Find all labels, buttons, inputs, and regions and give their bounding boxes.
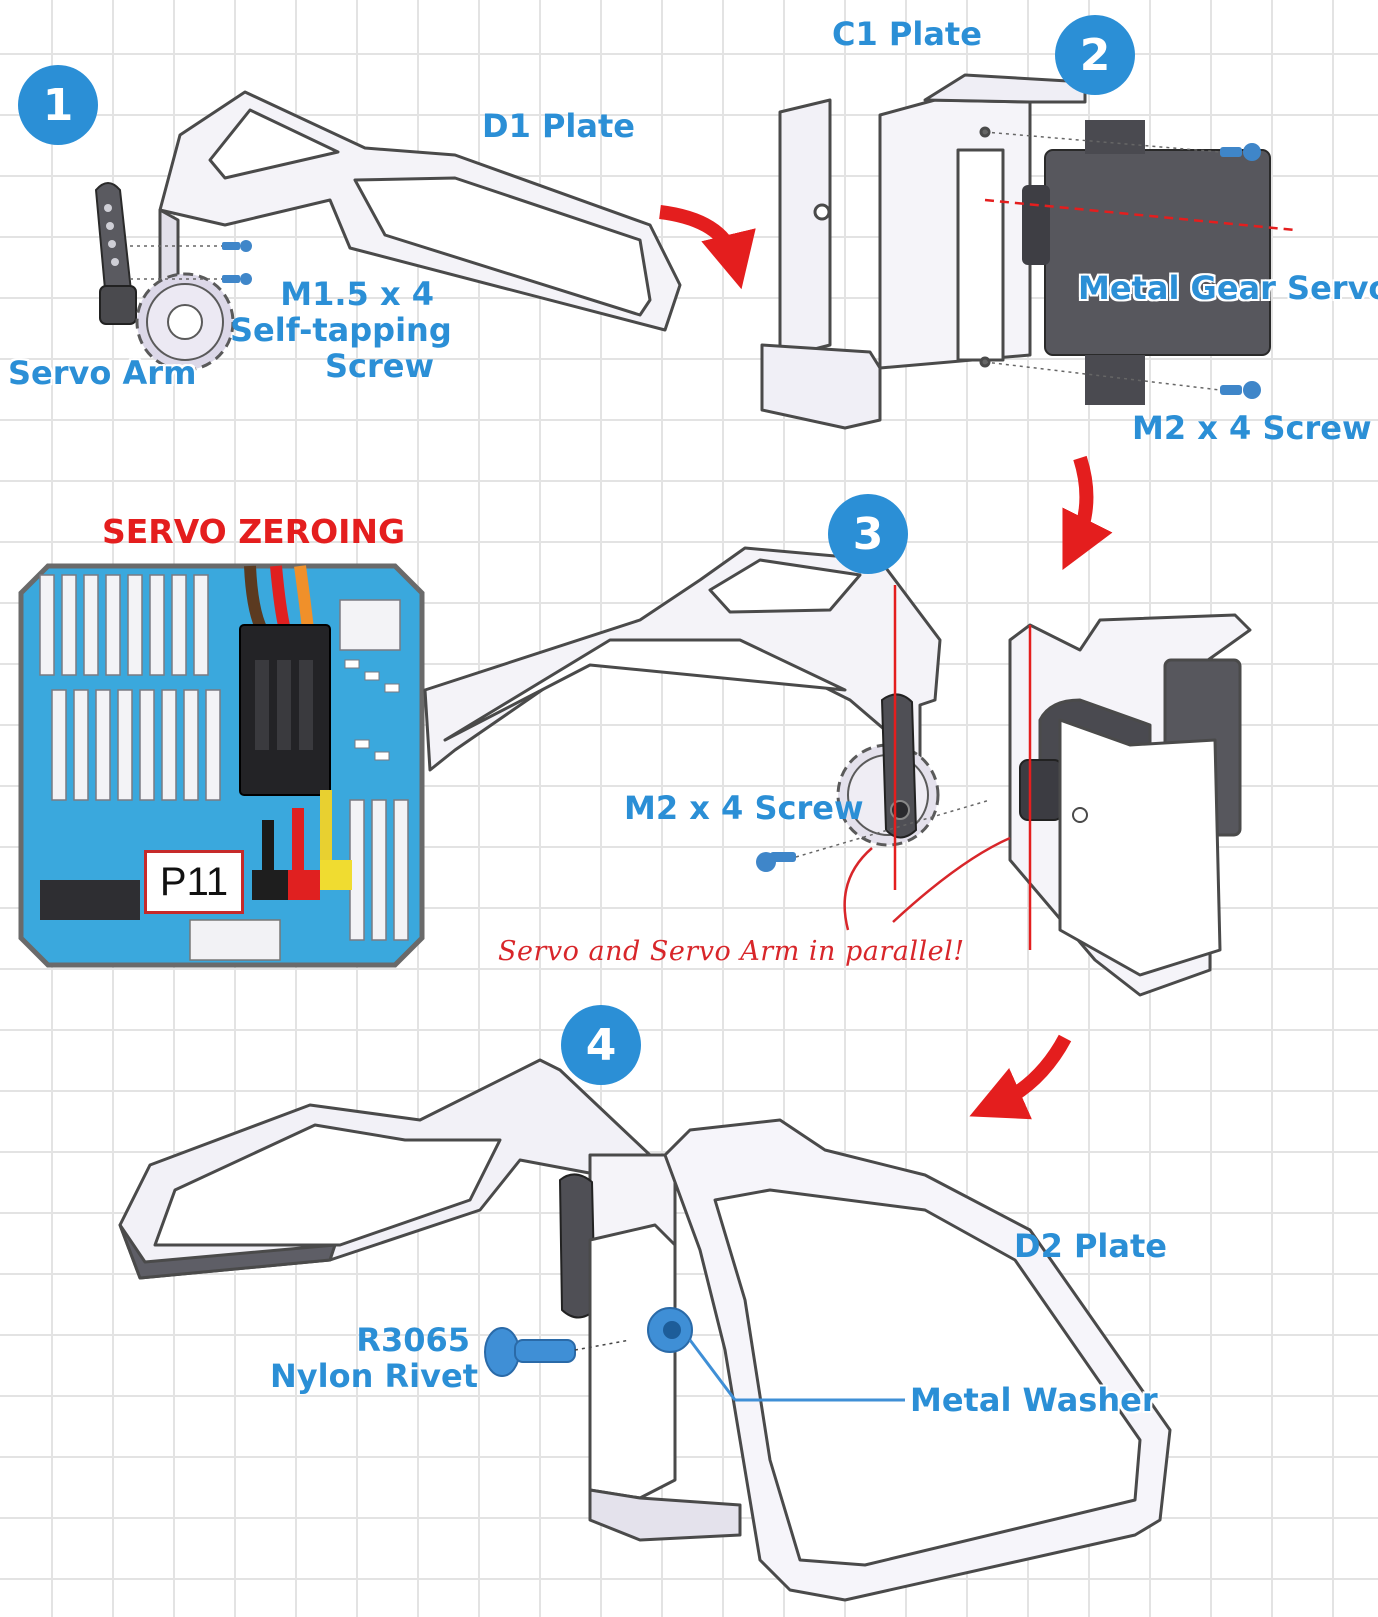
- d2-plate-drawing: [663, 1118, 1172, 1602]
- servo-arm-label: Servo Arm: [8, 354, 197, 392]
- d1-plate-drawing-step3: [423, 546, 942, 772]
- c1-servo-assembly-step3: [1008, 613, 1252, 997]
- m2-screw-label-mid: M2 x 4 Screw: [624, 789, 864, 827]
- step-3-number: 3: [852, 508, 884, 560]
- m15-screw-line-3: Screw: [324, 347, 434, 385]
- parallel-note: Servo and Servo Arm in parallel!: [498, 936, 965, 967]
- m2-screw-label-top: M2 x 4 Screw: [1132, 409, 1372, 447]
- port-p11-label: P11: [144, 850, 244, 914]
- step-4-number: 4: [585, 1019, 617, 1071]
- servo-zeroing-title: SERVO ZEROING: [102, 512, 406, 551]
- arrow-step3-to-4: [969, 1034, 1072, 1120]
- metal-washer-label: Metal Washer: [910, 1381, 1158, 1419]
- step-2-number: 2: [1079, 29, 1111, 81]
- parallel-note-arrows: [843, 836, 1011, 931]
- arrow-step1-to-2: [659, 205, 756, 290]
- c1-plate-label: C1 Plate: [832, 15, 982, 53]
- m2-screw-step3: [756, 799, 991, 872]
- m15-screw-label: M1.5 x 4 Self-tapping Screw: [230, 275, 452, 385]
- metal-gear-servo-label: Metal Gear Servo: [1078, 269, 1378, 307]
- step-1-badge: 1: [18, 65, 98, 145]
- arrow-step2-to-3: [1062, 455, 1113, 571]
- m2-screws-step2: [984, 131, 1261, 399]
- nylon-rivet-label: R3065 Nylon Rivet: [270, 1321, 478, 1395]
- m15-screw-line-1: M1.5 x 4: [280, 275, 434, 313]
- step-4-badge: 4: [561, 1005, 641, 1085]
- step-3-badge: 3: [828, 494, 908, 574]
- rivet-and-washer-drawing: [484, 1307, 905, 1402]
- m15-screw-line-2: Self-tapping: [230, 311, 452, 349]
- metal-gear-servo-drawing: [984, 120, 1296, 405]
- d1-plate-label: D1 Plate: [482, 107, 635, 145]
- step-2-badge: 2: [1055, 15, 1135, 95]
- d1-plate-drawing: [158, 90, 682, 332]
- servo-arm-drawing-step3: [836, 585, 940, 890]
- d1-plate-drawing-step4: [118, 1058, 652, 1280]
- c1-plate-drawing: [760, 73, 1087, 430]
- servo-arm-drawing: [94, 182, 137, 325]
- step-1-number: 1: [42, 79, 74, 131]
- servo-zeroing-inset: [18, 563, 425, 968]
- nylon-rivet-line-1: R3065: [356, 1321, 470, 1359]
- nylon-rivet-line-2: Nylon Rivet: [270, 1357, 478, 1395]
- small-screws-step1: [130, 240, 252, 285]
- gear-drawing-1: [135, 272, 235, 372]
- d2-plate-label: D2 Plate: [1014, 1227, 1167, 1265]
